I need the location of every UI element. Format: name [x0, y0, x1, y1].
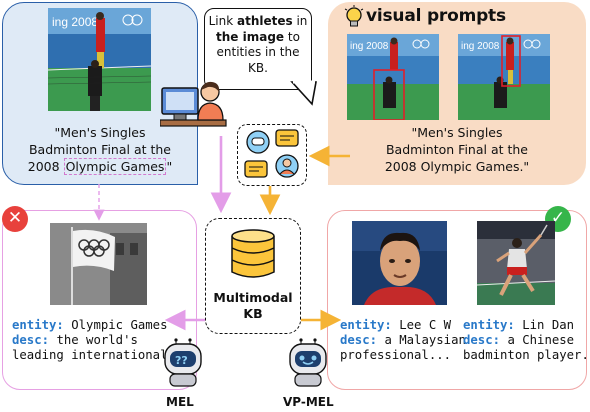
vp-caption: "Men's Singles Badminton Final at the 20… — [384, 125, 530, 174]
olympic-flag-photo — [50, 223, 147, 305]
vpmel-2-desc-line1: desc: a Chinese — [463, 333, 575, 347]
input-caption: "Men's Singles Badminton Final at the 20… — [10, 124, 190, 175]
vpmel-robot-icon — [289, 338, 327, 387]
svg-text:ing 2008: ing 2008 — [461, 41, 500, 52]
mel-robot-icon: ?? — [164, 338, 202, 387]
input-caption-line1: "Men's Singles — [54, 125, 146, 140]
visual-prompts-title: visual prompts — [366, 6, 506, 26]
vpmel-model-label: VP-MEL — [283, 395, 334, 409]
svg-text:ing 2008: ing 2008 — [52, 15, 98, 29]
mel-entity-line: entity: Olympic Games — [12, 318, 168, 332]
wrong-icon: ✕ — [2, 206, 28, 232]
kb-label-line1: Multimodal — [213, 290, 293, 305]
prompt-photo-2: ing 2008 — [458, 34, 550, 120]
mel-model-label: MEL — [166, 395, 194, 409]
mel-desc-line2: leading international... — [12, 348, 190, 362]
mel-desc-line1: desc: the world's — [12, 333, 138, 347]
badminton-photo: ing 2008 — [48, 8, 151, 111]
lee-cw-photo — [352, 221, 447, 305]
kb-label-line2: KB — [243, 306, 263, 321]
vpmel-1-entity-line: entity: Lee C W — [340, 318, 452, 332]
vpmel-1-desc-line1: desc: a Malaysian — [340, 333, 466, 347]
svg-text:ing 2008: ing 2008 — [350, 41, 389, 52]
input-caption-line2: Badminton Final at the — [28, 142, 172, 157]
svg-text:??: ?? — [175, 354, 188, 367]
vpmel-2-entity-line: entity: Lin Dan — [463, 318, 575, 332]
mention-highlight: Olympic Games — [63, 158, 167, 175]
lin-dan-photo — [477, 221, 555, 305]
prompt-photo-1: ing 2008 — [347, 34, 439, 120]
lightbulb-icon — [344, 5, 364, 27]
bubble-tail — [290, 80, 317, 106]
vpmel-1-desc-line2: professional... — [340, 348, 452, 362]
vpmel-2-desc-line2: badminton player... — [463, 348, 590, 362]
instruction-bubble: Link athletes in the image to entities i… — [204, 8, 312, 90]
user-computer-icon — [160, 81, 227, 127]
input-caption-line3: 2008 Olympic Games" — [27, 158, 173, 175]
prompt-tool-icons — [244, 129, 299, 178]
database-icon — [231, 229, 275, 278]
